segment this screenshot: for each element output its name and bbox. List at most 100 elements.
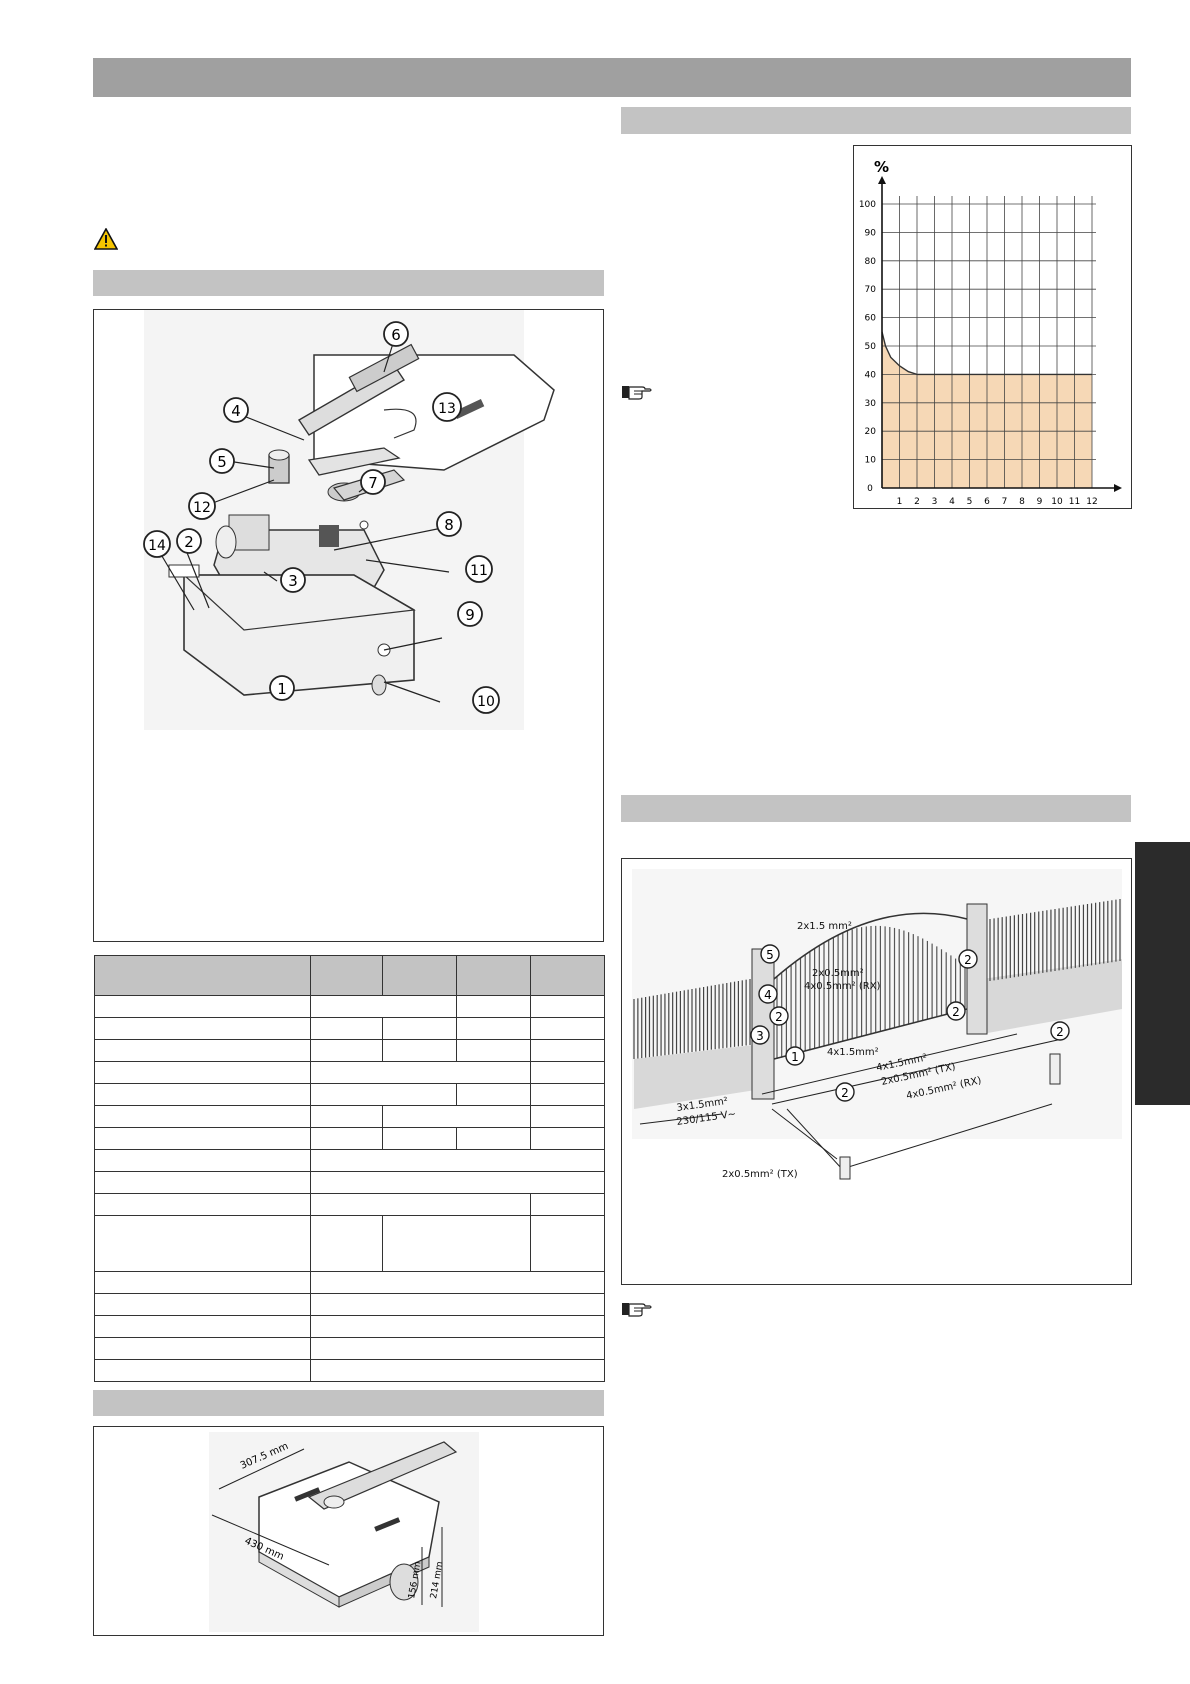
spec-table <box>94 955 605 1382</box>
y-axis-arrow <box>878 176 886 184</box>
svg-text:2: 2 <box>184 533 194 551</box>
callout-11: 11 <box>465 555 493 583</box>
section-bar-chart <box>621 107 1131 134</box>
table-row <box>94 1127 605 1150</box>
x-tick-label: 12 <box>1086 497 1097 507</box>
callout-9: 9 <box>457 601 483 627</box>
exploded-view-box: 6 4 13 5 7 12 8 14 2 11 3 9 1 10 <box>93 309 604 942</box>
callout-3: 3 <box>280 567 306 593</box>
wire-label-10: 2x0.5mm² (TX) <box>722 1169 798 1180</box>
svg-text:4: 4 <box>764 988 772 1002</box>
dimensions-box: 307.5 mm 430 mm 156 mm 214 mm <box>93 1426 604 1636</box>
svg-text:10: 10 <box>477 694 495 710</box>
header-bar <box>93 58 1131 97</box>
wire-callout-2a: 2 <box>769 1006 789 1026</box>
callout-10: 10 <box>472 686 500 714</box>
svg-text:1: 1 <box>277 680 287 698</box>
table-header-row <box>94 955 605 996</box>
svg-text:2: 2 <box>952 1005 960 1019</box>
callout-1: 1 <box>269 675 295 701</box>
svg-text:14: 14 <box>148 538 166 554</box>
svg-text:2: 2 <box>841 1086 849 1100</box>
table-row <box>94 1215 605 1272</box>
svg-text:5: 5 <box>217 453 227 471</box>
table-row <box>94 1337 605 1360</box>
x-tick-label: 10 <box>1051 497 1063 507</box>
callout-4: 4 <box>223 397 249 423</box>
wire-label-3: 4x0.5mm² (RX) <box>804 981 881 992</box>
x-tick-label: 8 <box>1019 497 1025 507</box>
svg-text:5: 5 <box>766 948 774 962</box>
table-row <box>94 1359 605 1382</box>
section-bar-dimensions <box>93 1390 604 1416</box>
wire-label-2: 2x0.5mm² <box>812 968 864 979</box>
section-bar-left <box>93 270 604 296</box>
table-row <box>94 1171 605 1194</box>
wire-callout-2c: 2 <box>946 1001 966 1021</box>
y-tick-label: 40 <box>865 370 877 380</box>
wire-callout-2b: 2 <box>958 949 978 969</box>
callout-12: 12 <box>188 492 216 520</box>
wire-callout-4: 4 <box>758 984 778 1004</box>
svg-text:11: 11 <box>470 563 488 579</box>
svg-text:8: 8 <box>444 516 454 534</box>
pointing-hand-icon <box>622 383 652 401</box>
x-tick-label: 6 <box>984 497 990 507</box>
svg-text:7: 7 <box>368 474 378 492</box>
x-tick-label: 7 <box>1002 497 1008 507</box>
svg-text:9: 9 <box>465 606 475 624</box>
x-tick-label: 0 <box>867 484 873 494</box>
duty-cycle-chart: 0123456789101112102030405060708090100h% <box>859 158 1144 507</box>
wire-label-1: 2x1.5 mm² <box>797 921 852 932</box>
pointing-hand-icon <box>622 1300 652 1318</box>
wire-callout-1: 1 <box>785 1046 805 1066</box>
wire-callout-5: 5 <box>760 944 780 964</box>
svg-text:2: 2 <box>775 1010 783 1024</box>
exploded-callouts: 6 4 13 5 7 12 8 14 2 11 3 9 1 10 <box>143 321 500 714</box>
callout-5: 5 <box>209 448 235 474</box>
wire-callout-2e: 2 <box>835 1082 855 1102</box>
x-tick-label: 3 <box>932 497 938 507</box>
y-tick-label: 90 <box>865 228 877 238</box>
svg-text:13: 13 <box>438 401 456 417</box>
table-row <box>94 1315 605 1338</box>
x-tick-label: 1 <box>897 497 903 507</box>
x-tick-label: 4 <box>949 497 955 507</box>
callout-2: 2 <box>176 528 202 554</box>
svg-text:2: 2 <box>1056 1025 1064 1039</box>
x-axis-arrow <box>1114 484 1122 492</box>
y-tick-label: 10 <box>865 456 877 466</box>
x-tick-label: 9 <box>1037 497 1043 507</box>
table-row <box>94 1149 605 1172</box>
wire-label-4: 4x1.5mm² <box>827 1047 879 1058</box>
section-bar-wiring <box>621 795 1131 822</box>
svg-text:1: 1 <box>791 1050 799 1064</box>
callout-7: 7 <box>360 469 386 495</box>
table-row <box>94 995 605 1018</box>
y-axis-label: % <box>874 158 889 176</box>
table-row <box>94 1105 605 1128</box>
table-row <box>94 1083 605 1106</box>
duty-cycle-chart-box: 0123456789101112102030405060708090100h% <box>853 145 1144 509</box>
y-tick-label: 100 <box>859 200 876 210</box>
x-tick-label: 11 <box>1069 497 1080 507</box>
wiring-diagram: /*placeholder*/ 2x1.5 mm² 2x0.5mm² 4x0.5… <box>632 869 1122 1180</box>
svg-text:3: 3 <box>288 572 298 590</box>
y-tick-label: 50 <box>865 342 877 352</box>
y-tick-label: 80 <box>865 257 877 267</box>
table-row <box>94 1293 605 1316</box>
callout-6: 6 <box>383 321 409 347</box>
table-row <box>94 1061 605 1084</box>
chart-series-line <box>881 331 1092 376</box>
callout-8: 8 <box>436 511 462 537</box>
wiring-diagram-box: /*placeholder*/ 2x1.5 mm² 2x0.5mm² 4x0.5… <box>621 858 1132 1285</box>
y-tick-label: 60 <box>865 314 877 324</box>
svg-text:6: 6 <box>391 326 401 344</box>
table-row <box>94 1017 605 1040</box>
dimensions-drawing: 307.5 mm 430 mm 156 mm 214 mm <box>209 1432 479 1632</box>
y-tick-label: 70 <box>865 285 877 295</box>
y-tick-label: 30 <box>865 399 877 409</box>
callout-14: 14 <box>143 530 171 558</box>
table-row <box>94 1193 605 1216</box>
x-tick-label: 2 <box>914 497 920 507</box>
